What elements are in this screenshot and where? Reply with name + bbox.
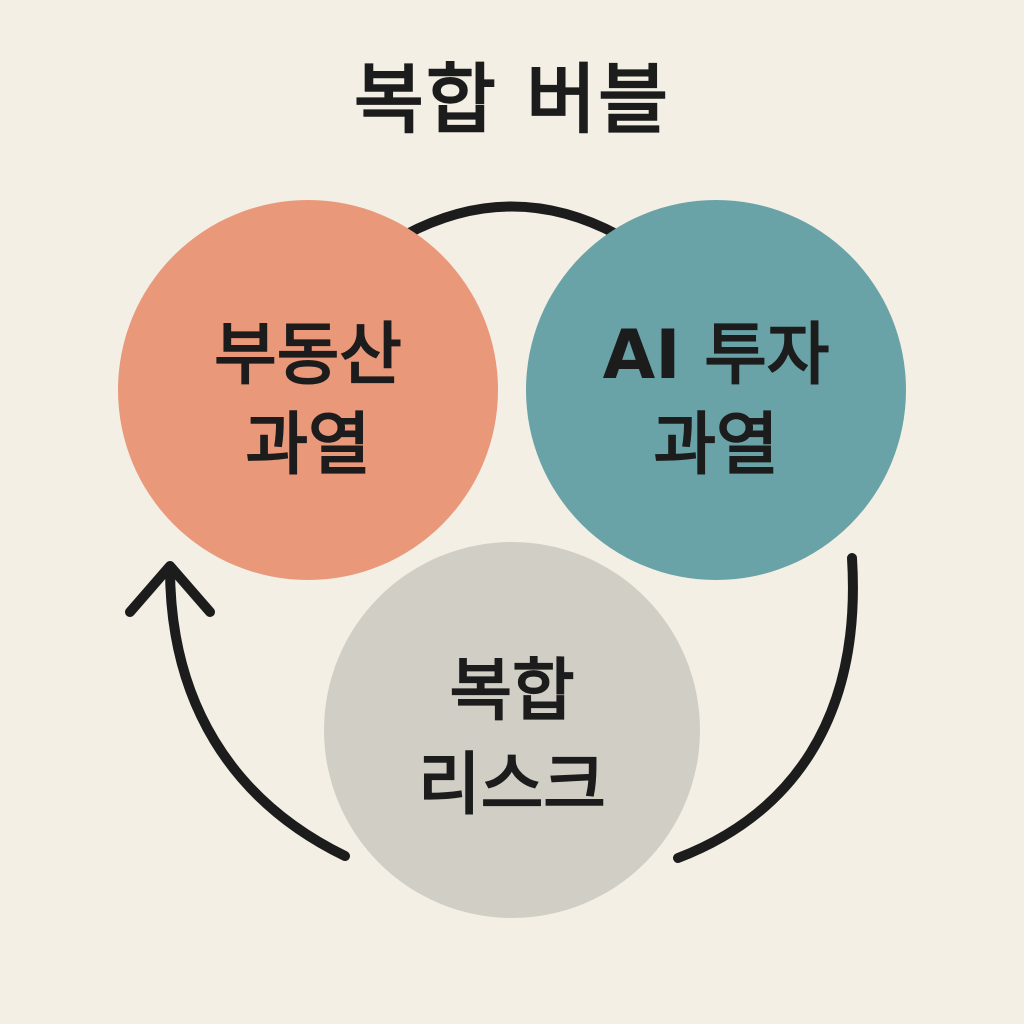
node-compound-risk-label-line1: 복합 — [449, 652, 574, 731]
node-real-estate-label-line2: 과열 — [245, 406, 370, 485]
node-real-estate-circle — [118, 200, 498, 580]
node-compound-risk-circle — [324, 542, 700, 918]
node-compound-risk: 복합 리스크 — [324, 542, 700, 918]
left-return-arrow — [165, 563, 350, 861]
top-connector-arc — [400, 201, 623, 240]
arrow-head-icon — [125, 561, 215, 617]
node-ai-investment-label-line1: AI 투자 — [603, 316, 830, 395]
node-real-estate-label-line1: 부동산 — [214, 316, 402, 395]
node-ai-investment-label-line2: 과열 — [653, 406, 778, 485]
diagram-title: 복합 버블 — [353, 55, 671, 144]
node-real-estate: 부동산 과열 — [118, 200, 498, 580]
node-ai-investment: AI 투자 과열 — [526, 200, 906, 580]
node-ai-investment-circle — [526, 200, 906, 580]
right-connector-arc — [673, 553, 858, 863]
node-compound-risk-label-line2: 리스크 — [418, 746, 606, 825]
